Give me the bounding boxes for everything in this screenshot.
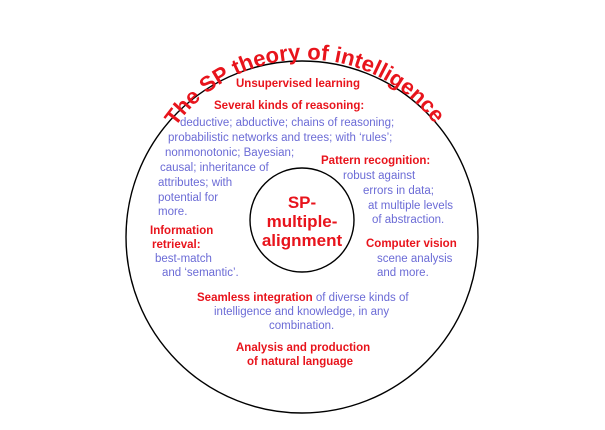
natural-language-heading: Analysis and production [236, 342, 371, 354]
retrieval-line: and ‘semantic’. [162, 267, 239, 279]
reasoning-line: more. [158, 206, 188, 218]
seamless-integration-line: Seamless integration of diverse kinds of [197, 291, 409, 305]
information-retrieval-heading: Information [150, 225, 214, 237]
pattern-line: at multiple levels [368, 200, 454, 212]
integration-line: combination. [269, 320, 335, 332]
computer-vision-heading: Computer vision [366, 238, 457, 250]
center-line: alignment [261, 231, 343, 250]
inner-circle [249, 167, 355, 273]
center-line: multiple- [266, 212, 338, 231]
integration-line: intelligence and knowledge, in any [214, 306, 390, 318]
reasoning-heading: Several kinds of reasoning: [214, 100, 365, 112]
pattern-line: robust against [343, 170, 416, 182]
reasoning-line: nonmonotonic; Bayesian; [165, 147, 295, 159]
pattern-line: of abstraction. [372, 214, 445, 226]
reasoning-line: causal; inheritance of [160, 162, 269, 174]
pattern-line: errors in data; [363, 185, 434, 197]
pattern-recognition-heading: Pattern recognition: [321, 155, 431, 167]
information-retrieval-heading: retrieval: [152, 239, 201, 251]
unsupervised-learning-heading: Unsupervised learning [236, 78, 360, 90]
integration-rest: of diverse kinds of [312, 292, 409, 304]
vision-line: and more. [377, 267, 429, 279]
reasoning-line: attributes; with [158, 177, 233, 189]
reasoning-line: deductive; abductive; chains of reasonin… [180, 117, 395, 129]
reasoning-line: potential for [158, 192, 219, 204]
retrieval-line: best-match [155, 253, 212, 265]
natural-language-heading: of natural language [247, 356, 354, 368]
seamless-integration-heading: Seamless integration [197, 292, 313, 304]
reasoning-line: probabilistic networks and trees; with ‘… [168, 132, 393, 144]
outer-circle [125, 60, 479, 414]
vision-line: scene analysis [377, 253, 453, 265]
center-line: SP- [287, 193, 317, 212]
center-label: SP- multiple- alignment [255, 193, 349, 250]
